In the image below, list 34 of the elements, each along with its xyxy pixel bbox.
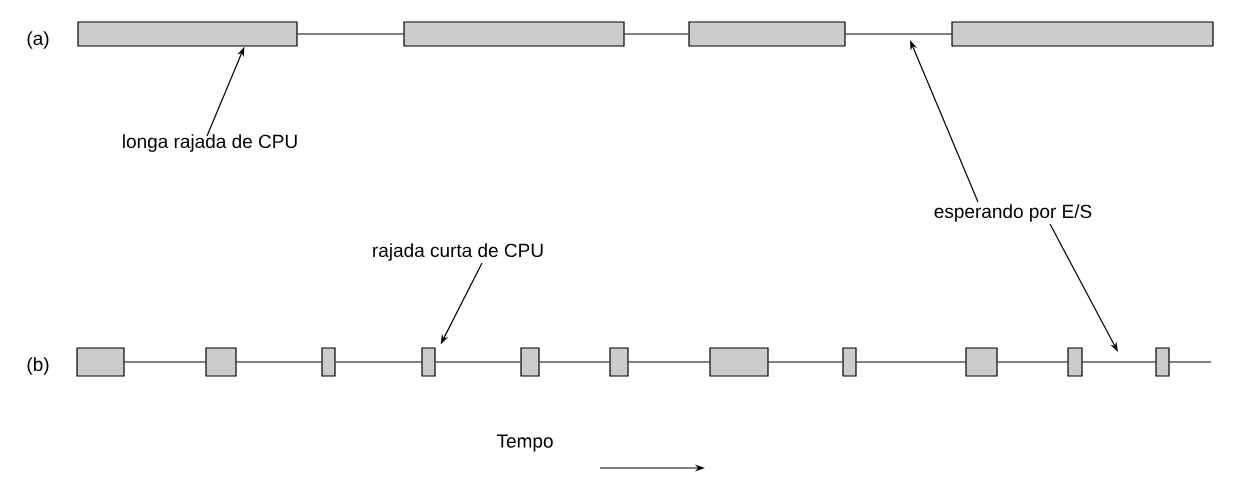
burst-box <box>205 347 237 377</box>
timeline <box>997 361 1068 363</box>
axis-label: (a) <box>27 31 49 49</box>
timeline <box>845 33 952 35</box>
timeline <box>768 361 843 363</box>
burst-box <box>520 347 540 377</box>
timeline <box>124 361 206 363</box>
timeline <box>435 361 521 363</box>
burst-box <box>842 347 857 377</box>
timeline <box>539 361 610 363</box>
callout-text: longa rajada de CPU <box>123 134 297 152</box>
timeline <box>335 361 422 363</box>
callout-text: rajada curta de CPU <box>373 243 543 261</box>
timeline <box>624 33 689 35</box>
burst-box <box>951 21 1214 47</box>
burst-box <box>421 347 436 377</box>
burst-box <box>688 21 846 47</box>
timeline <box>297 33 404 35</box>
burst-box <box>1155 347 1170 377</box>
timeline <box>628 361 710 363</box>
burst-box <box>709 347 769 377</box>
burst-box <box>321 347 336 377</box>
burst-box <box>609 347 629 377</box>
timeline <box>856 361 966 363</box>
axis-label: Tempo <box>496 434 553 452</box>
burst-box <box>403 21 625 47</box>
axis-label: (b) <box>27 357 49 375</box>
burst-box <box>965 347 998 377</box>
timeline <box>1082 361 1156 363</box>
timeline <box>236 361 322 363</box>
burst-box <box>77 21 298 47</box>
burst-box <box>1067 347 1083 377</box>
burst-box <box>76 347 125 377</box>
callout-text: esperando por E/S <box>934 204 1092 222</box>
